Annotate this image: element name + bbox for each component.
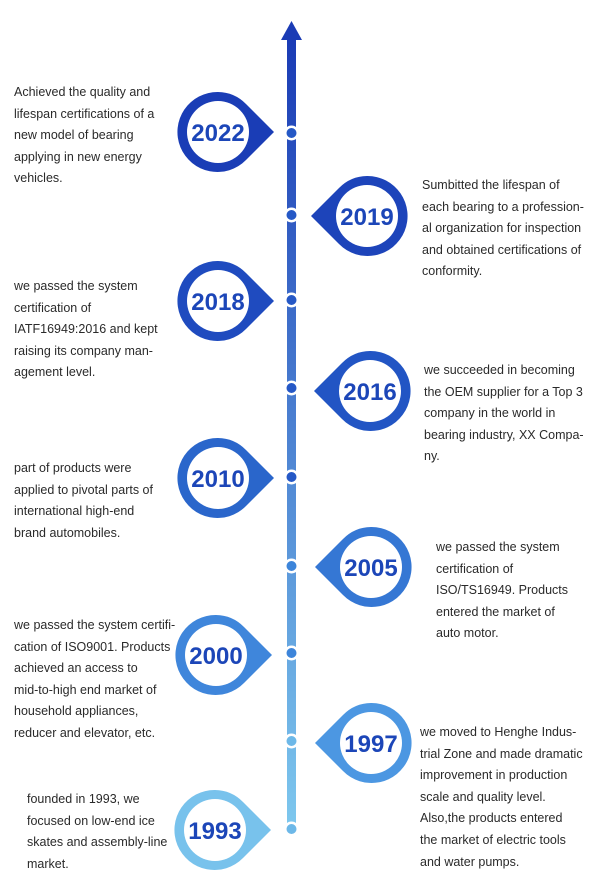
timeline-node xyxy=(286,648,297,658)
desc-line: brand automobiles. xyxy=(14,525,121,540)
year-label: 2018 xyxy=(191,289,244,316)
desc-line: ny. xyxy=(424,449,440,464)
badge-inner-circle xyxy=(187,447,249,509)
timeline-node xyxy=(286,736,297,746)
year-label: 2000 xyxy=(189,643,242,670)
badge-inner-circle xyxy=(185,624,247,686)
timeline-node xyxy=(286,128,297,138)
desc-line: conformity. xyxy=(422,264,483,279)
desc-line: mid-to-high end market of xyxy=(14,682,157,697)
year-badge-2016: 2016 xyxy=(314,350,411,431)
year-label: 2022 xyxy=(191,120,244,147)
desc-line: reducer and elevator, etc. xyxy=(14,725,156,740)
year-badge-1997: 1997 xyxy=(315,702,412,783)
desc-line: cation of ISO9001. Products xyxy=(14,639,171,654)
desc-line: we succeeded in becoming xyxy=(424,363,575,377)
year-badge-1993: 1993 xyxy=(174,789,271,870)
desc-line: founded in 1993, we xyxy=(27,792,140,806)
year-label: 1993 xyxy=(188,818,241,845)
year-badge-2018: 2018 xyxy=(177,260,274,341)
badge-inner-circle xyxy=(340,536,402,598)
desc-line: vehicles. xyxy=(14,171,63,186)
badge-inner-circle xyxy=(184,799,246,861)
desc-line: skates and assembly-line xyxy=(27,835,168,850)
desc-line: each bearing to a profession- xyxy=(422,199,584,214)
desc-line: Also,the products entered xyxy=(420,811,563,826)
desc-line: part of products were xyxy=(14,461,132,475)
desc-line: bearing industry, XX Compa- xyxy=(424,427,584,442)
desc-line: Achieved the quality and xyxy=(14,85,151,99)
desc-line: market. xyxy=(27,856,69,871)
badge-inner-circle xyxy=(339,360,401,422)
timeline-node xyxy=(286,824,297,834)
badge-inner-circle xyxy=(340,712,402,774)
event-description-2016: we succeeded in becoming the OEM supplie… xyxy=(424,360,584,468)
desc-line: focused on low-end ice xyxy=(27,813,155,828)
desc-line: agement level. xyxy=(14,365,96,380)
year-badge-2005: 2005 xyxy=(315,526,412,607)
event-description-1993: founded in 1993, we focused on low-end i… xyxy=(27,789,167,875)
desc-line: entered the market of xyxy=(436,604,555,619)
timeline-node xyxy=(286,295,297,305)
desc-line: we passed the system certifi- xyxy=(14,618,176,632)
desc-line: and obtained certifications of xyxy=(422,242,582,257)
desc-line: household appliances, xyxy=(14,704,139,719)
event-description-1997: we moved to Henghe Indus- trial Zone and… xyxy=(420,722,583,873)
timeline-node xyxy=(286,383,297,393)
desc-line: applying in new energy xyxy=(14,149,142,164)
event-description-2019: Sumbitted the lifespan of each bearing t… xyxy=(422,175,584,283)
year-badge-2019: 2019 xyxy=(311,175,408,256)
year-badge-2022: 2022 xyxy=(177,91,274,172)
desc-line: lifespan certifications of a xyxy=(14,106,155,121)
year-label: 2005 xyxy=(344,555,397,582)
year-badge-2010: 2010 xyxy=(177,437,274,518)
year-label: 2016 xyxy=(343,379,396,406)
timeline-line xyxy=(287,36,296,830)
desc-line: certification of xyxy=(436,561,514,576)
desc-line: raising its company man- xyxy=(14,343,153,358)
event-description-2010: part of products were applied to pivotal… xyxy=(14,458,153,544)
timeline-node xyxy=(286,472,297,482)
timeline-node xyxy=(286,210,297,220)
desc-line: international high-end xyxy=(14,504,135,519)
desc-line: the market of electric tools xyxy=(420,832,566,847)
year-label: 2019 xyxy=(340,204,393,231)
desc-line: trial Zone and made dramatic xyxy=(420,746,583,761)
year-label: 1997 xyxy=(344,731,397,758)
desc-line: IATF16949:2016 and kept xyxy=(14,322,158,337)
desc-line: we passed the system xyxy=(14,279,138,293)
desc-line: al organization for inspection xyxy=(422,221,582,236)
desc-line: ISO/TS16949. Products xyxy=(436,583,569,598)
desc-line: we passed the system xyxy=(436,540,560,554)
desc-line: improvement in production xyxy=(420,768,568,783)
desc-line: achieved an access to xyxy=(14,661,138,676)
event-description-2005: we passed the system certification of IS… xyxy=(436,537,568,645)
desc-line: auto motor. xyxy=(436,626,499,641)
timeline-node xyxy=(286,561,297,571)
badge-inner-circle xyxy=(187,101,249,163)
event-description-2022: Achieved the quality and lifespan certif… xyxy=(14,82,154,190)
year-label: 2010 xyxy=(191,466,244,493)
event-description-2000: we passed the system certifi- cation of … xyxy=(14,615,175,745)
desc-line: Sumbitted the lifespan of xyxy=(422,178,560,192)
desc-line: applied to pivotal parts of xyxy=(14,482,153,497)
desc-line: we moved to Henghe Indus- xyxy=(420,725,577,739)
badge-inner-circle xyxy=(336,185,398,247)
year-badge-2000: 2000 xyxy=(175,614,272,695)
arrow-up-icon xyxy=(281,21,302,40)
event-description-2018: we passed the system certification of IA… xyxy=(14,276,158,384)
desc-line: certification of xyxy=(14,300,92,315)
desc-line: new model of bearing xyxy=(14,128,134,143)
desc-line: the OEM supplier for a Top 3 xyxy=(424,384,583,399)
desc-line: and water pumps. xyxy=(420,854,520,869)
badge-inner-circle xyxy=(187,270,249,332)
desc-line: scale and quality level. xyxy=(420,789,546,804)
desc-line: company in the world in xyxy=(424,406,556,421)
